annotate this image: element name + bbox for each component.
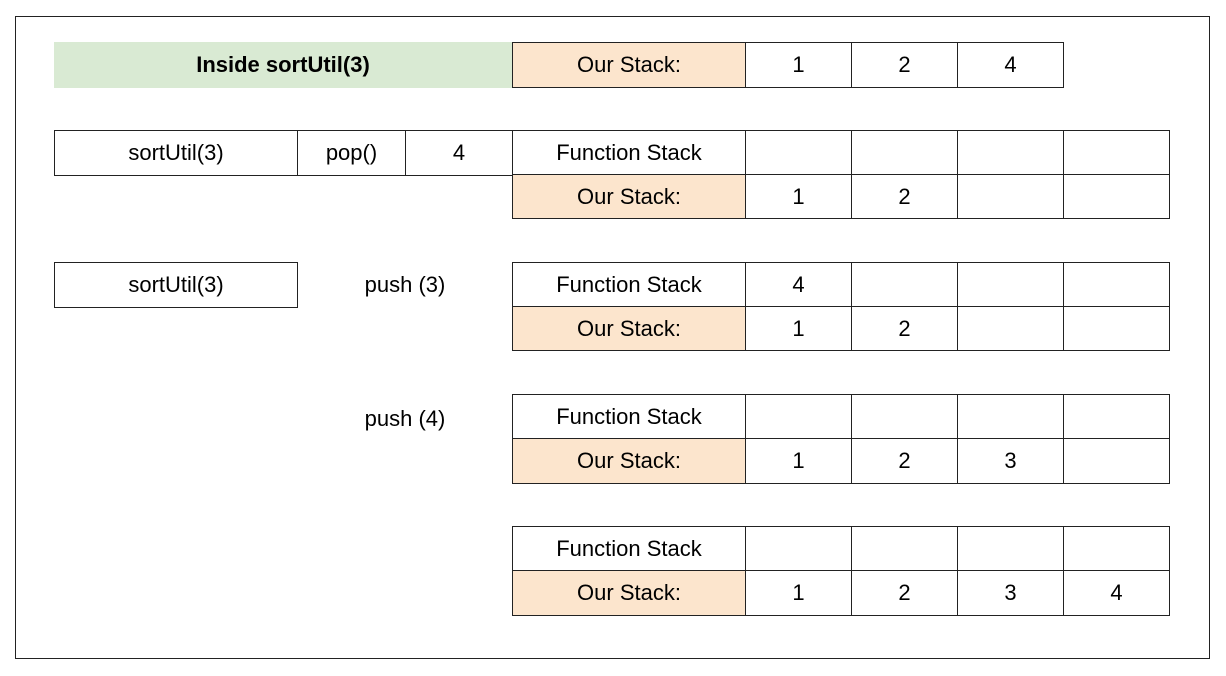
step-operation: push (4) xyxy=(364,406,446,431)
header-our-stack-cell: 4 xyxy=(957,42,1064,88)
function-stack-cell xyxy=(957,526,1064,572)
function-stack-label: Function Stack xyxy=(512,130,746,176)
function-stack-cell xyxy=(851,130,958,176)
header-title: Inside sortUtil(3) xyxy=(54,42,512,88)
header-our-stack-cell: 1 xyxy=(745,42,852,88)
our-stack-cell: 2 xyxy=(851,438,958,484)
function-stack-label: Function Stack xyxy=(512,394,746,440)
function-stack-cell xyxy=(957,394,1064,440)
function-stack-cell xyxy=(957,130,1064,176)
our-stack-label: Our Stack: xyxy=(512,306,746,351)
function-stack-cell xyxy=(745,526,852,572)
step-operation: push (3) xyxy=(364,272,446,297)
our-stack-cell xyxy=(957,174,1064,219)
our-stack-cell xyxy=(1063,174,1170,219)
header-our-stack-cell: 2 xyxy=(851,42,958,88)
function-stack-cell xyxy=(851,394,958,440)
our-stack-cell: 2 xyxy=(851,306,958,351)
function-stack-cell xyxy=(745,130,852,176)
our-stack-cell: 3 xyxy=(957,438,1064,484)
function-stack-cell xyxy=(1063,130,1170,176)
function-stack-label: Function Stack xyxy=(512,262,746,308)
our-stack-cell: 2 xyxy=(851,174,958,219)
function-stack-cell xyxy=(1063,394,1170,440)
function-stack-cell xyxy=(1063,526,1170,572)
our-stack-cell: 2 xyxy=(851,570,958,616)
diagram-frame xyxy=(15,16,1210,659)
our-stack-cell xyxy=(957,306,1064,351)
our-stack-cell: 4 xyxy=(1063,570,1170,616)
our-stack-label: Our Stack: xyxy=(512,174,746,219)
function-stack-cell xyxy=(851,526,958,572)
step-operation: pop() xyxy=(297,130,406,176)
function-stack-cell xyxy=(1063,262,1170,308)
our-stack-label: Our Stack: xyxy=(512,438,746,484)
our-stack-cell xyxy=(1063,438,1170,484)
step-call: sortUtil(3) xyxy=(54,262,298,308)
function-stack-cell xyxy=(745,394,852,440)
our-stack-cell: 1 xyxy=(745,570,852,616)
step-call: sortUtil(3) xyxy=(54,130,298,176)
our-stack-cell: 1 xyxy=(745,306,852,351)
our-stack-cell: 1 xyxy=(745,438,852,484)
step-result: 4 xyxy=(405,130,513,176)
function-stack-label: Function Stack xyxy=(512,526,746,572)
header-our-stack-label: Our Stack: xyxy=(512,42,746,88)
function-stack-cell xyxy=(957,262,1064,308)
our-stack-cell: 3 xyxy=(957,570,1064,616)
our-stack-cell: 1 xyxy=(745,174,852,219)
our-stack-label: Our Stack: xyxy=(512,570,746,616)
function-stack-cell xyxy=(851,262,958,308)
function-stack-cell: 4 xyxy=(745,262,852,308)
our-stack-cell xyxy=(1063,306,1170,351)
